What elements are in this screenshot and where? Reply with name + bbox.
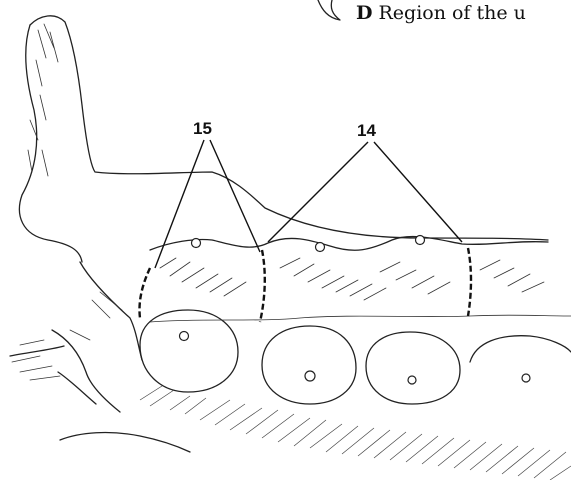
lobe-pore	[305, 371, 315, 381]
boundary-line-15b-14a	[260, 250, 265, 322]
boundary-line-15a	[139, 268, 150, 318]
label-14: 14	[357, 121, 376, 140]
lobe-pore	[180, 332, 189, 341]
segment-texture	[160, 258, 544, 300]
lobe-outline	[366, 332, 460, 404]
lobe-outline	[140, 310, 238, 392]
leader-15-left	[155, 140, 204, 268]
label-15: 15	[193, 119, 212, 138]
boundary-line-14b	[468, 248, 471, 316]
lobe-outline	[470, 336, 571, 362]
caption-ornament	[318, 0, 340, 20]
crest-node	[416, 236, 425, 245]
lobe-pore	[522, 374, 530, 382]
process-texture	[28, 24, 58, 176]
bottom-hatching	[140, 386, 571, 480]
mid-band	[150, 315, 571, 322]
leader-14-right	[374, 142, 462, 242]
crest-node	[316, 243, 325, 252]
upper-process-outline	[30, 16, 548, 240]
lower-left-texture	[12, 292, 122, 380]
upper-process-left-edge	[19, 25, 82, 262]
crest-node	[192, 239, 201, 248]
lobe-pore	[408, 376, 416, 384]
lobe-outline	[262, 326, 356, 404]
